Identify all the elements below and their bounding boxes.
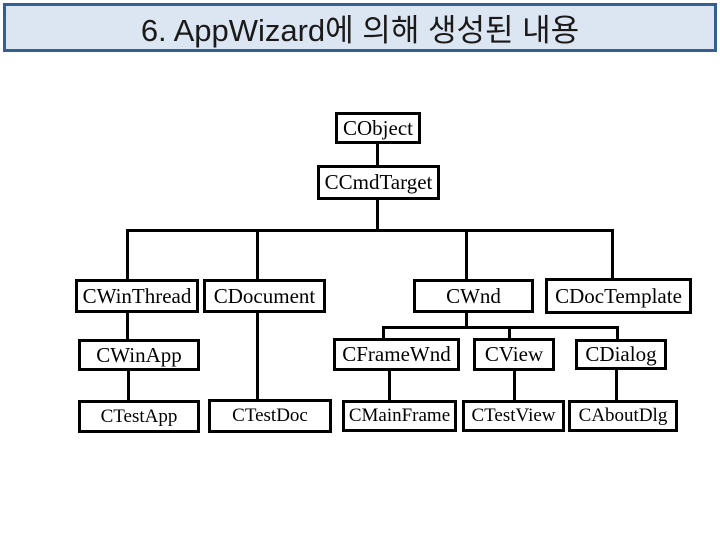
node-cdocument: CDocument	[203, 279, 326, 313]
node-ctestdoc-label: CTestDoc	[232, 405, 308, 426]
node-cwinthread: CWinThread	[75, 279, 199, 313]
node-cview: CView	[473, 338, 555, 371]
edge-drop-cwnd	[465, 231, 468, 279]
edge-drop-cwinthread	[126, 231, 129, 279]
node-cmainframe: CMainFrame	[342, 400, 457, 432]
node-cdoctemplate-label: CDocTemplate	[555, 283, 682, 308]
node-cobject-label: CObject	[343, 115, 413, 140]
node-ctestview-label: CTestView	[471, 405, 556, 426]
edge-cview-ctestview	[513, 370, 516, 401]
edge-level4-hbar	[382, 326, 619, 329]
node-caboutdlg-label: CAboutDlg	[578, 405, 668, 426]
slide-title-bar: 6. AppWizard에 의해 생성된 내용	[3, 3, 717, 52]
node-cwinthread-label: CWinThread	[82, 283, 192, 308]
node-cobject: CObject	[335, 112, 421, 144]
node-cframewnd: CFrameWnd	[333, 338, 460, 371]
node-ccmdtarget-label: CCmdTarget	[324, 170, 433, 194]
node-cwnd: CWnd	[413, 279, 534, 313]
edge-cdialog-caboutdlg	[615, 370, 618, 401]
edge-drop-cframewnd	[382, 328, 385, 339]
edge-drop-cdoctemplate	[611, 231, 614, 278]
node-cdialog: CDialog	[575, 339, 667, 370]
edge-ccmdtarget-stem	[376, 200, 379, 232]
edge-cobject-ccmdtarget	[376, 144, 379, 166]
node-cdialog-label: CDialog	[585, 342, 657, 366]
node-caboutdlg: CAboutDlg	[568, 400, 678, 432]
node-ctestview: CTestView	[462, 400, 565, 432]
edge-cwnd-stem	[465, 312, 468, 329]
node-ctestapp-label: CTestApp	[100, 405, 178, 427]
slide-title: 6. AppWizard에 의해 생성된 내용	[140, 13, 580, 48]
node-cview-label: CView	[484, 342, 544, 366]
node-cwinapp-label: CWinApp	[96, 342, 182, 367]
node-ctestdoc: CTestDoc	[208, 399, 332, 433]
edge-cwinthread-cwinapp	[126, 312, 129, 340]
edge-drop-cview	[508, 328, 511, 339]
node-cwnd-label: CWnd	[446, 283, 501, 308]
node-cdoctemplate: CDocTemplate	[545, 278, 692, 314]
node-cwinapp: CWinApp	[78, 339, 200, 371]
edge-drop-cdialog	[616, 328, 619, 339]
edge-cwinapp-ctestapp	[127, 370, 130, 401]
edge-level3-hbar	[126, 229, 614, 232]
edge-cframewnd-cmainframe	[388, 370, 391, 401]
node-ccmdtarget: CCmdTarget	[317, 165, 440, 200]
edge-drop-cdocument	[256, 231, 259, 279]
node-cmainframe-label: CMainFrame	[348, 405, 451, 426]
edge-cdocument-ctestdoc	[256, 312, 259, 401]
node-cframewnd-label: CFrameWnd	[342, 342, 451, 366]
node-ctestapp: CTestApp	[78, 400, 200, 433]
node-cdocument-label: CDocument	[213, 283, 316, 308]
